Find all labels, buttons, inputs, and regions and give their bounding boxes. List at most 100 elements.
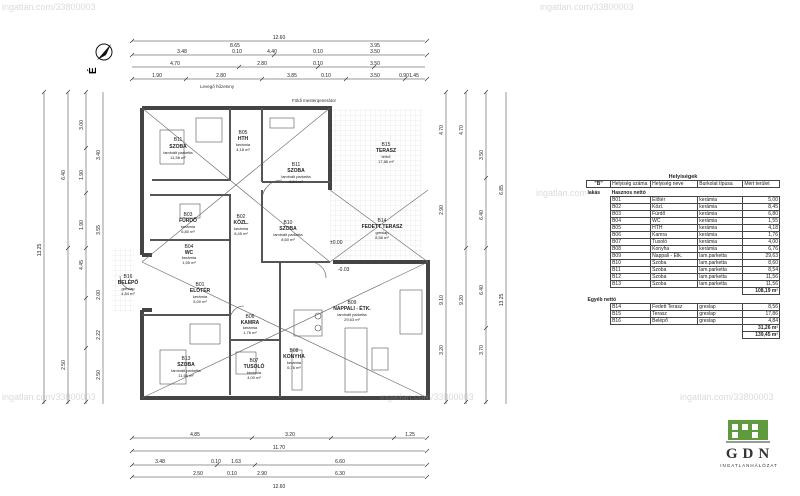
svg-text:4,00 m²: 4,00 m² [247,375,261,380]
table-cell: kerámia [697,203,744,211]
table-cell: kerámia [697,245,744,253]
svg-text:kerámia: kerámia [193,294,208,299]
svg-text:2.80: 2.80 [216,73,226,79]
svg-text:17,86 m²: 17,86 m² [378,159,394,164]
svg-text:3.85: 3.85 [287,73,297,79]
svg-text:B14: B14 [378,218,387,224]
svg-text:4.70: 4.70 [170,61,180,67]
table-cell: Közl. [650,203,699,211]
svg-text:2.80: 2.80 [257,61,267,67]
svg-text:2.22: 2.22 [96,330,102,340]
table-cell: Szoba [650,259,699,267]
svg-text:B09: B09 [348,300,357,306]
table-cell: Szoba [650,280,699,288]
svg-text:SZOBA: SZOBA [287,168,305,174]
svg-text:8.65: 8.65 [230,43,240,49]
svg-text:1.90: 1.90 [79,220,85,230]
svg-text:3.50: 3.50 [370,73,380,79]
table-cell: B03 [610,210,652,218]
svg-text:11,56 m²: 11,56 m² [170,155,186,160]
svg-text:11.70: 11.70 [273,445,285,451]
svg-text:FÜRDŐ: FÜRDŐ [179,217,197,224]
svg-text:SZOBA: SZOBA [169,144,187,150]
table-cell: B05 [610,224,652,232]
table-cell: lam.parketta [697,259,744,267]
svg-text:laminált parketta: laminált parketta [281,174,311,179]
table-cell: 4,00 [742,238,780,246]
svg-text:9.10: 9.10 [439,295,445,305]
svg-text:B07: B07 [250,358,259,364]
svg-text:B11: B11 [174,137,183,143]
dimension-ticks [41,38,489,480]
svg-text:kerámia: kerámia [236,142,251,147]
watermark: ingatlan.com/33800003 [380,392,474,402]
entrance-area [112,248,134,312]
table-cell: B04 [610,217,652,225]
table-cell: greslap [697,303,744,311]
watermark: ingatlan.com/33800003 [680,392,774,402]
north-arrow-icon: É [86,43,113,74]
svg-text:ELŐTÉR: ELŐTÉR [190,286,211,294]
roof-lines [141,107,429,399]
svg-text:6.40: 6.40 [61,170,67,180]
other-total: 31,26 m² [742,324,780,332]
table-cell: Tusoló [650,238,699,246]
svg-text:2.50: 2.50 [96,370,102,380]
svg-text:Földi mesterqenerátor: Földi mesterqenerátor [292,98,337,103]
room-schedule-table: Helyiségek "B" Helyiség száma Helyiség n… [585,174,780,339]
table-cell: Fedett Terasz [650,303,699,311]
svg-text:WC: WC [185,250,194,256]
table-cell: WC [650,217,699,225]
svg-text:8,60 m²: 8,60 m² [281,237,295,242]
svg-text:0.10: 0.10 [313,49,323,55]
svg-text:B13: B13 [182,356,191,362]
svg-text:0.10: 0.10 [211,459,221,465]
table-cell: greslap [697,310,744,318]
svg-text:É: É [86,67,99,74]
svg-text:kerámia: kerámia [181,224,196,229]
svg-text:B01: B01 [196,282,205,288]
table-cell: greslap [697,317,744,325]
svg-text:0.10: 0.10 [227,471,237,477]
table-cell: 29,63 [742,252,780,260]
svg-text:±0.00: ±0.00 [330,240,343,246]
svg-text:B03: B03 [184,212,193,218]
logo-word: GDN [725,446,775,462]
table-cell: B13 [610,280,652,288]
table-cell: kerámia [697,224,744,232]
table-cell: lam.parketta [697,280,744,288]
table-cell: B09 [610,252,652,260]
svg-text:6.85: 6.85 [499,185,505,195]
watermark: ingatlan.com/33800003 [2,392,96,402]
svg-text:B05: B05 [239,130,248,136]
table-cell: lam.parketta [697,252,744,260]
svg-text:laminált parketta: laminált parketta [163,150,193,155]
watermark: ingatlan.com/33800003 [2,2,96,12]
table-cell: kerámia [697,238,744,246]
svg-text:12.60: 12.60 [273,35,286,41]
table-cell: Konyha [650,245,699,253]
svg-text:4.40: 4.40 [267,49,277,55]
svg-text:B08: B08 [290,348,299,354]
grand-total: 139,45 m² [742,331,780,339]
table-cell: Előtér [650,196,699,204]
svg-text:kerámia: kerámia [243,325,258,330]
svg-text:4.70: 4.70 [459,125,465,135]
dimension-labels: 12.60 8.65 3.95 3.48 0.10 4.40 0.10 3.50… [37,35,505,490]
svg-text:13.25: 13.25 [37,244,43,257]
